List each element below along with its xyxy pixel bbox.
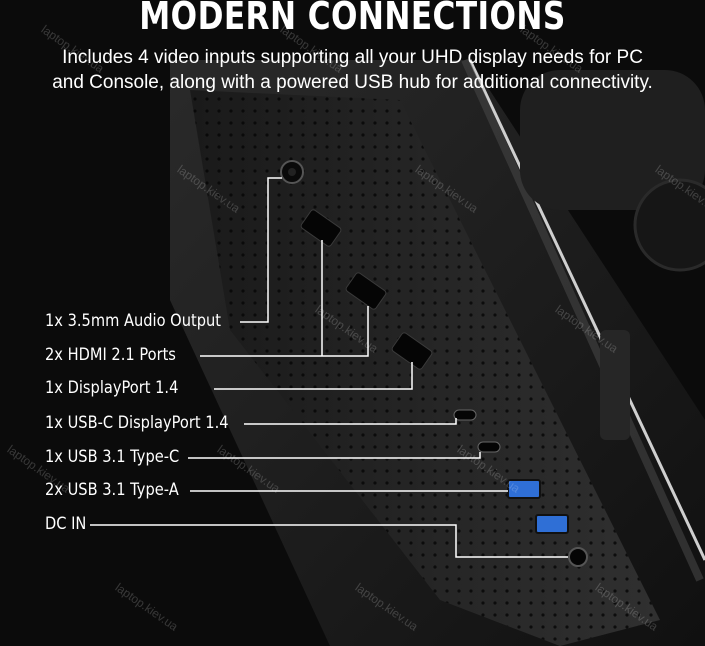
port-label-usb-a: 2x USB 3.1 Type-A: [45, 480, 179, 500]
dc-in-jack: [568, 547, 588, 567]
callout-usb-c: [188, 452, 481, 459]
hdmi-port-2: [345, 272, 387, 310]
callout-lines: [90, 177, 568, 558]
subheadline-line-1: Includes 4 video inputs supporting all y…: [62, 47, 643, 68]
port-label-displayport: 1x DisplayPort 1.4: [45, 378, 179, 398]
usb-c-displayport: [453, 409, 477, 421]
callout-hdmi: [200, 306, 369, 357]
port-label-hdmi: 2x HDMI 2.1 Ports: [45, 345, 176, 365]
hdmi-port-1: [300, 209, 342, 247]
usb-c-port: [477, 441, 501, 453]
stand-knob: [633, 178, 705, 272]
port-label-usb-c: 1x USB 3.1 Type-C: [45, 447, 180, 467]
subheadline: Includes 4 video inputs supporting all y…: [0, 45, 705, 95]
subheadline-line-2: and Console, along with a powered USB hu…: [52, 72, 653, 93]
callout-audio: [240, 177, 282, 323]
usb-a-port-1: [507, 479, 541, 499]
port-label-audio: 1x 3.5mm Audio Output: [45, 311, 221, 331]
headline: MODERN CONNECTIONS: [139, 0, 566, 38]
callout-displayport: [214, 362, 413, 390]
callout-dc-in: [90, 524, 568, 558]
bezel-edge: [468, 59, 705, 561]
side-bracket: [600, 330, 630, 440]
stand-arm: [520, 70, 705, 210]
port-label-dc-in: DC IN: [45, 514, 87, 534]
port-label-usb-c-displayport: 1x USB-C DisplayPort 1.4: [45, 413, 229, 433]
callout-usb-c-dp: [244, 418, 457, 425]
usb-a-port-2: [535, 514, 569, 534]
displayport: [391, 332, 433, 370]
